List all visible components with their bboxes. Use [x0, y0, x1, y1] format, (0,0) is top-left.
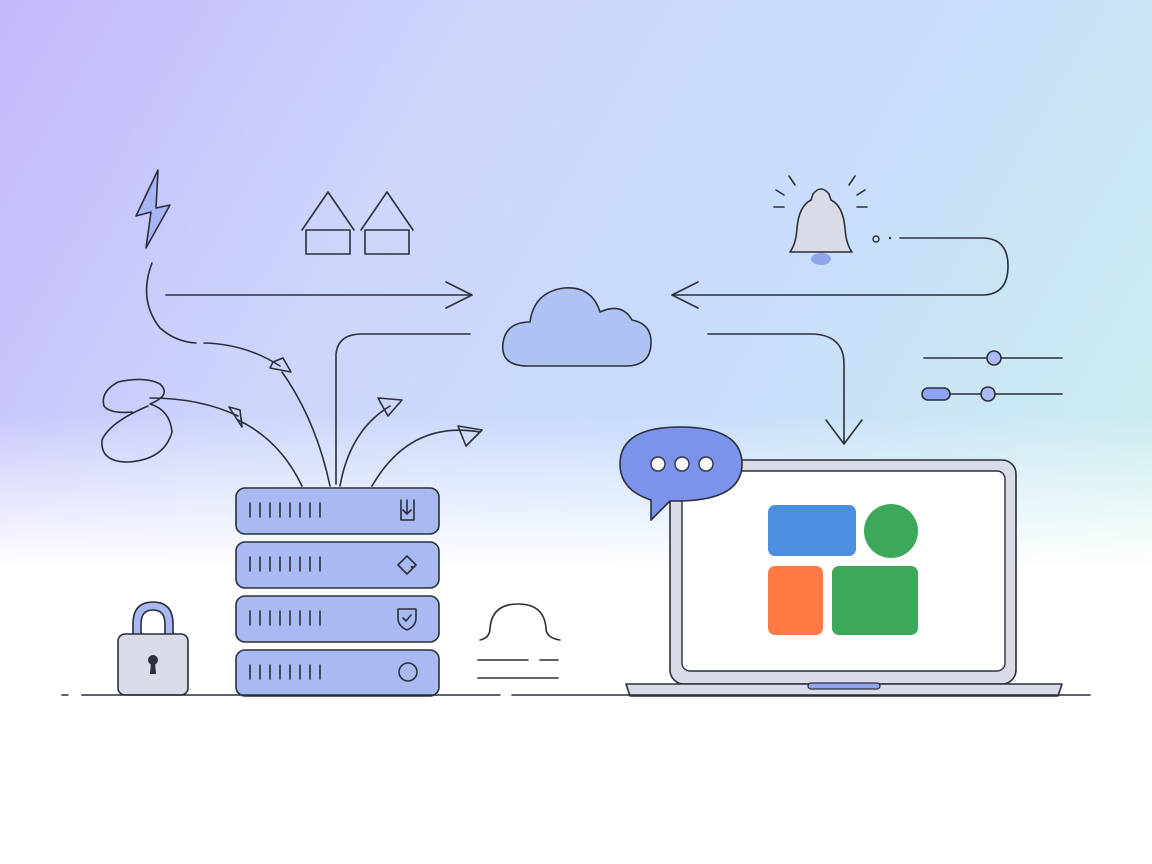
server-stack-icon — [235, 487, 440, 697]
app-grid-icon — [768, 504, 918, 635]
connector-line — [671, 235, 1009, 309]
house-icon — [301, 191, 355, 255]
status-light-icon — [398, 662, 418, 682]
decorative-arch-icon — [477, 603, 561, 679]
connector-arrow — [707, 333, 863, 445]
shield-check-icon — [397, 608, 417, 631]
server-unit — [235, 649, 440, 697]
cloud-icon — [501, 287, 652, 367]
tag-icon — [397, 555, 417, 575]
connector-line — [145, 262, 292, 373]
slider-icon — [923, 350, 1063, 366]
server-unit — [235, 541, 440, 589]
download-icon — [400, 499, 415, 521]
chat-bubble-icon — [619, 426, 743, 521]
scribble-icon — [101, 378, 173, 463]
bell-icon — [773, 175, 868, 265]
connector-arrow — [165, 281, 473, 309]
slider-icon — [921, 386, 1063, 402]
server-unit — [235, 595, 440, 643]
padlock-icon — [117, 601, 189, 696]
server-unit — [235, 487, 440, 535]
house-icon — [360, 191, 414, 255]
data-flow-arrows — [149, 333, 483, 487]
lightning-icon — [135, 169, 171, 249]
laptop-icon — [625, 459, 1063, 697]
